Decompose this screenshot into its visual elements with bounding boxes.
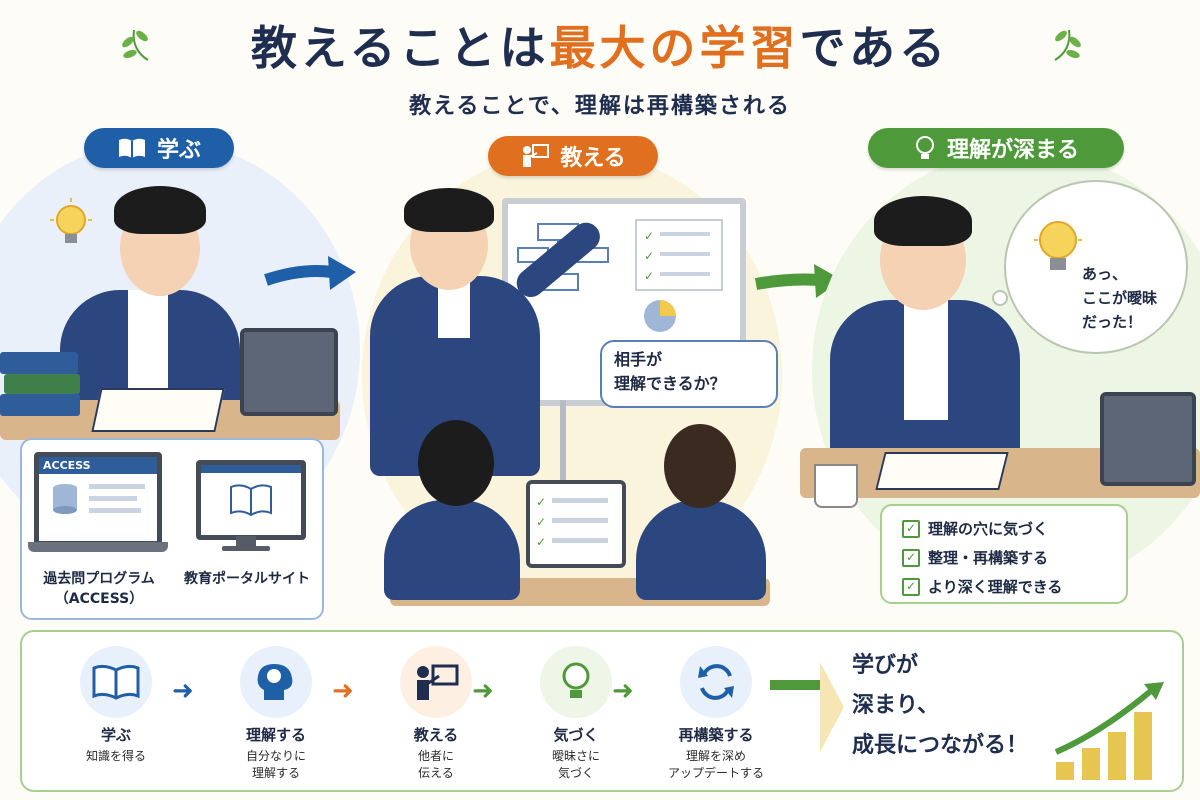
leaf-right-icon [1054, 29, 1081, 61]
svg-text:✓: ✓ [644, 269, 654, 283]
portal-site-label: 教育ポータルサイト [184, 571, 310, 587]
learn-pill: 学ぶ [84, 128, 234, 168]
teach-speech-bubble: 相手が 理解できるか？ [600, 340, 778, 408]
teacher-hair [404, 188, 494, 232]
listener2-head [664, 424, 736, 508]
teach-pill: 教える [488, 136, 658, 176]
leaf-left-icon [122, 29, 149, 61]
title-part2: である [799, 21, 950, 75]
check-item: ✓整理・再構築する [902, 547, 1126, 568]
svg-text:✓: ✓ [644, 249, 654, 263]
deepen-pill-label: 理解が深まる [946, 138, 1079, 163]
laptop-checklist: ✓ ✓ ✓ [536, 495, 608, 549]
book-icon [80, 646, 152, 718]
checkbox-icon: ✓ [902, 519, 920, 538]
whiteboard-stand [560, 400, 566, 500]
thinker-shirt [904, 300, 948, 420]
coffee-cup [814, 464, 858, 508]
notebook [91, 388, 225, 432]
svg-text:✓: ✓ [536, 535, 546, 549]
listener2-body [636, 500, 766, 600]
arrow-right-green-icon [754, 264, 842, 298]
thinker-laptop-screen [1100, 392, 1196, 486]
flow-arrow-2-icon: ➜ [332, 676, 354, 706]
lightbulb-icon [540, 646, 612, 718]
deepen-checklist: ✓理解の穴に気づく ✓整理・再構築する ✓より深く理解できる [880, 504, 1128, 604]
learner-hair [114, 186, 206, 234]
thought-cloud [1004, 180, 1188, 354]
teach-laptop-screen: ✓ ✓ ✓ [526, 480, 626, 568]
listener1-head [418, 420, 494, 506]
pill-lightbulb-icon [915, 136, 934, 159]
flow-step-notice: 気づく 曖昧さに 気づく [506, 646, 646, 782]
thought-text: あっ、 ここが曖昧 だった！ [1082, 265, 1158, 331]
portal-site-screen [196, 460, 306, 540]
title-accent: 最大の学習 [549, 21, 800, 75]
flow-arrow-4-icon: ➜ [612, 676, 634, 706]
page-subtitle: 教えることで、理解は再構築される [409, 94, 791, 119]
flow-arrow-3-icon: ➜ [472, 676, 494, 706]
teach-bubble-line2: 理解できるか？ [614, 374, 726, 393]
learning-flow-bar: 学ぶ 知識を得る ➜ 理解する 自分なりに 理解する ➜ 教える 他者に 伝える… [20, 630, 1184, 792]
thought-dot-1 [992, 290, 1008, 306]
teach-bubble-line1: 相手が [614, 350, 663, 369]
access-program-label: 過去問プログラム （ACCESS） [43, 571, 155, 607]
flow-step-teach: 教える 他者に 伝える [366, 646, 506, 782]
thinker-hair [874, 196, 972, 246]
portal-monitor-stand [236, 536, 256, 546]
flow-step-learn: 学ぶ 知識を得る [46, 646, 186, 765]
flow-conclusion: 学びが 深まり、 成長につながる！ [852, 653, 1029, 758]
teacher-icon [523, 144, 550, 167]
book-stack-2 [4, 374, 80, 394]
listener1-body [384, 500, 520, 600]
svg-text:✓: ✓ [536, 515, 546, 529]
title-part1: 教えることは [250, 21, 550, 75]
portal-book-icon [230, 484, 272, 517]
teach-pill-label: 教える [560, 146, 626, 171]
database-icon [53, 484, 145, 514]
learner-laptop-screen [240, 328, 338, 416]
access-laptop-base [28, 542, 168, 552]
book-icon [118, 138, 145, 158]
flow-step-understand: 理解する 自分なりに 理解する [206, 646, 346, 782]
page-title: 教えることは最大の学習である [0, 12, 1200, 78]
access-screen-title: ACCESS [39, 457, 157, 474]
check-item: ✓理解の穴に気づく [902, 518, 1126, 539]
check-item: ✓より深く理解できる [902, 576, 1126, 597]
access-program-screen: ACCESS [34, 452, 162, 546]
book-stack-1 [0, 352, 78, 374]
deepen-pill: 理解が深まる [868, 128, 1124, 168]
lightbulb-icon [50, 198, 92, 243]
brain-icon [240, 646, 312, 718]
flow-conclusion-arrow [770, 680, 820, 690]
learn-pill-label: 学ぶ [156, 138, 201, 163]
arrow-right-blue-icon [264, 256, 356, 290]
flow-arrow-1-icon: ➜ [172, 676, 194, 706]
svg-text:✓: ✓ [536, 495, 546, 509]
book-stack-3 [0, 394, 80, 416]
thinker-notebook [875, 452, 1009, 490]
svg-text:✓: ✓ [644, 229, 654, 243]
thought-lightbulb-icon [1034, 221, 1082, 270]
chevron-right-icon [820, 662, 844, 752]
flow-step-rebuild: 再構築する 理解を深め アップデートする [646, 646, 786, 782]
portal-monitor-foot [222, 546, 270, 551]
checkbox-icon: ✓ [902, 577, 920, 596]
growth-chart-icon: ✦ ✦ [1054, 682, 1164, 780]
learner-shirt [128, 290, 168, 400]
teacher-icon [400, 646, 472, 718]
refresh-icon [680, 646, 752, 718]
checkbox-icon: ✓ [902, 548, 920, 567]
